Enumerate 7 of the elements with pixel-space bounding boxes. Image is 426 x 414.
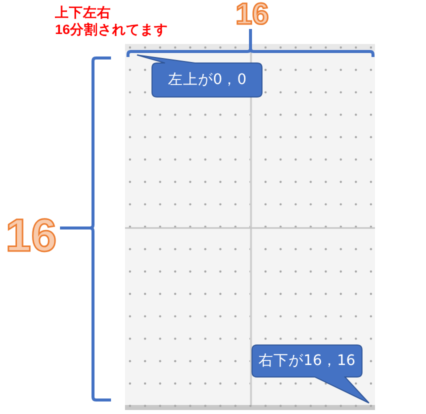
speech-bubble xyxy=(136,54,263,98)
callout-text: 右下が16，16 xyxy=(258,352,356,370)
note-text: 上下左右16分割されてます xyxy=(55,4,170,38)
speech-bubble xyxy=(252,345,370,404)
dimension-label: 16 xyxy=(236,0,269,30)
callout-text: 左上が0，0 xyxy=(168,71,246,89)
dimension-label: 16 xyxy=(6,212,57,258)
